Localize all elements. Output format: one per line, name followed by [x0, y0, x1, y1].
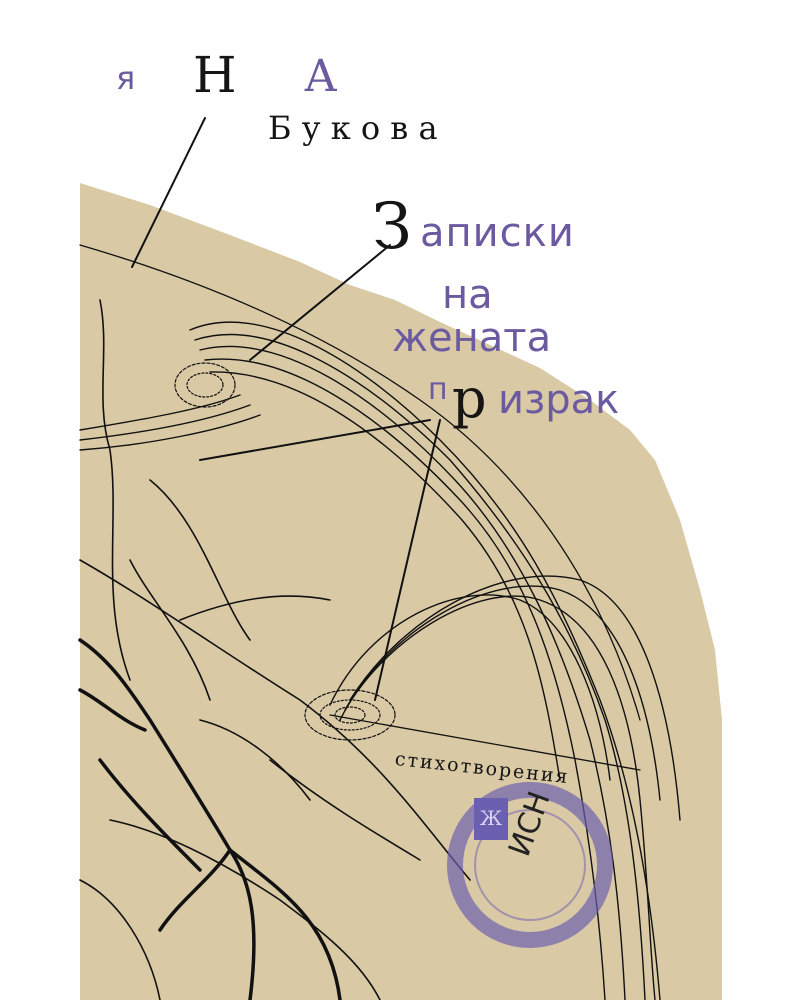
- title-line1: аписки: [420, 210, 575, 256]
- author-letter-a: А: [304, 51, 338, 102]
- author-letter-ya: я: [116, 59, 136, 97]
- title-line3: жената: [392, 315, 552, 361]
- author-last-name: Б у к о в а: [268, 109, 438, 147]
- title-big-z: З: [372, 190, 412, 264]
- svg-text:Ж: Ж: [480, 806, 503, 830]
- title-line4-p: п: [428, 372, 448, 407]
- pointer-line-h: [131, 117, 206, 268]
- publisher-logo: [474, 798, 508, 840]
- title-line2: на: [442, 272, 493, 318]
- author-letter-n: Н: [193, 46, 237, 104]
- pointer-line-r: [199, 419, 431, 461]
- library-stamp: [447, 782, 613, 948]
- title-big-r: р: [452, 367, 487, 430]
- title-line4-rest: израк: [498, 377, 620, 423]
